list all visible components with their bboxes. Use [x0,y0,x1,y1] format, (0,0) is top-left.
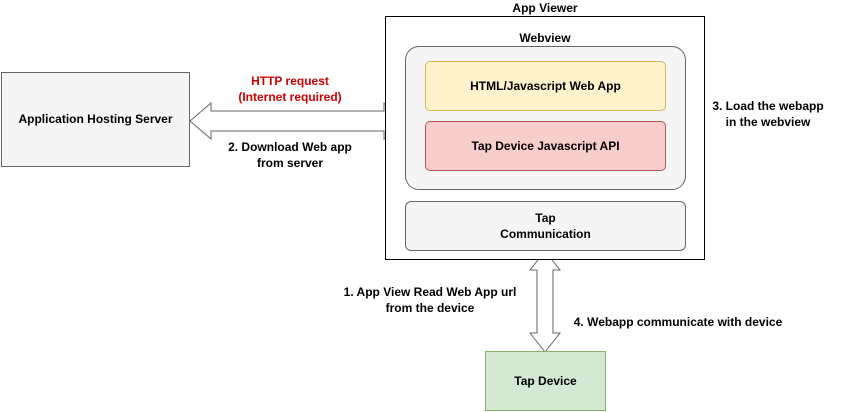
tap-device-box: Tap Device [485,351,606,411]
server-label: Application Hosting Server [18,112,173,127]
web-app-label: HTML/Javascript Web App [470,78,621,93]
step3-line2: in the webview [725,115,811,130]
http-request-label: HTTP request (Internet required) [215,73,365,105]
webview-title: Webview [519,31,571,45]
step2-line1: 2. Download Web app [228,140,352,154]
http-request-line1: HTTP request [251,74,329,88]
javascript-api-label: Tap Device Javascript API [471,138,620,153]
step1-line1: 1. App View Read Web App url [343,285,517,299]
step4-label: 4. Webapp communicate with device [573,315,783,329]
step3-label: 3. Load the webapp in the webview [708,98,828,130]
step2-label: 2. Download Web app from server [210,139,370,171]
step2-line2: from server [256,156,324,171]
tap-communication-line1: Tap [535,210,556,225]
http-request-line2: (Internet required) [238,90,342,105]
app-viewer-title: App Viewer [512,1,578,15]
step3-line1: 3. Load the webapp [712,99,824,113]
application-hosting-server-box: Application Hosting Server [1,72,190,167]
step1-label: 1. App View Read Web App url from the de… [335,284,525,316]
download-double-arrow [189,101,406,141]
tap-communication-box: Tap Communication [405,201,686,251]
web-app-box: HTML/Javascript Web App [425,61,666,111]
device-double-arrow [528,250,562,353]
tap-device-label: Tap Device [514,373,577,388]
step1-line2: from the device [385,301,475,316]
tap-communication-line2: Communication [500,227,591,241]
javascript-api-box: Tap Device Javascript API [425,121,666,171]
